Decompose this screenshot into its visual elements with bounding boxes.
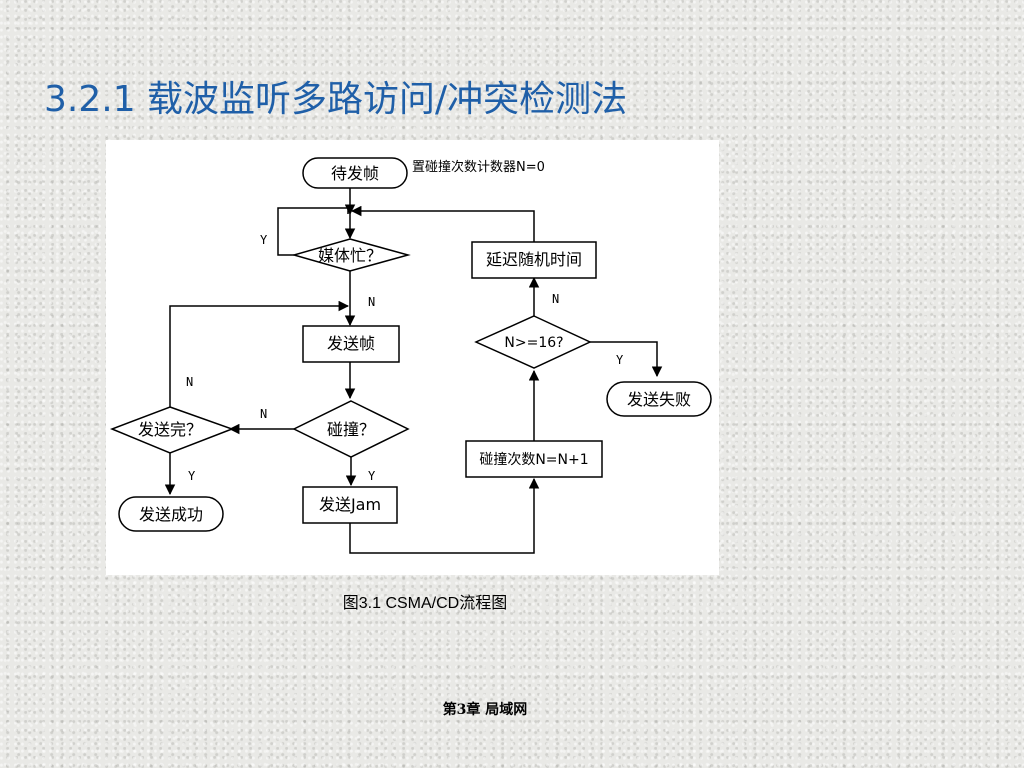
- send-frame-process: [302, 325, 400, 363]
- flowchart-canvas: 待发帧 置碰撞次数计数器N=0 Y 媒体忙？ N 发送帧 碰撞？ N 发送完？ …: [109, 157, 712, 554]
- send-jam-label: 发送Jam: [319, 495, 381, 514]
- edge-jam-to-count: [349, 477, 540, 554]
- label-collision-yes: Y: [368, 469, 376, 483]
- edge-delay-to-busy: [350, 205, 535, 242]
- label-busy-yes: Y: [260, 233, 268, 247]
- collision-label: 碰撞？: [327, 420, 375, 439]
- slide-title: 3.2.1 载波监听多路访问/冲突检测法: [44, 79, 628, 120]
- collision-count-label: 碰撞次数N=N+1: [479, 452, 588, 468]
- figure-caption: 图3.1 CSMA/CD流程图: [342, 595, 508, 612]
- random-delay-process: [471, 241, 597, 279]
- label-n-check-no: N: [552, 292, 559, 306]
- medium-busy-label: 媒体忙？: [318, 246, 382, 265]
- edge-n-check-yes: [590, 341, 663, 378]
- send-success-terminal: [118, 496, 224, 532]
- label-done-yes: Y: [188, 469, 196, 483]
- label-busy-no: N: [368, 295, 375, 309]
- label-collision-no: N: [260, 407, 267, 421]
- flowchart-diagram: 待发帧 置碰撞次数计数器N=0 Y 媒体忙？ N 发送帧 碰撞？ N 发送完？ …: [106, 140, 719, 575]
- footer-chapter: 第3章 局域网: [442, 702, 528, 718]
- init-counter-note: 置碰撞次数计数器N=0: [412, 159, 545, 175]
- wait-frame-terminal: [302, 157, 408, 189]
- send-fail-terminal: [606, 381, 712, 417]
- edge-busy-yes-loop: [277, 207, 349, 256]
- send-success-label: 发送成功: [139, 505, 203, 524]
- collision-count-process: [465, 440, 603, 478]
- send-fail-label: 发送失败: [627, 390, 691, 409]
- send-frame-label: 发送帧: [327, 334, 375, 353]
- n-check-decision: [474, 315, 592, 369]
- edge-done-no-loop: [169, 300, 350, 407]
- wait-frame-label: 待发帧: [331, 164, 379, 183]
- label-n-check-yes: Y: [616, 353, 624, 367]
- label-done-no: N: [186, 375, 193, 389]
- n-check-label: N>=16?: [504, 335, 563, 351]
- random-delay-label: 延迟随机时间: [486, 250, 582, 269]
- send-done-label: 发送完？: [138, 420, 202, 439]
